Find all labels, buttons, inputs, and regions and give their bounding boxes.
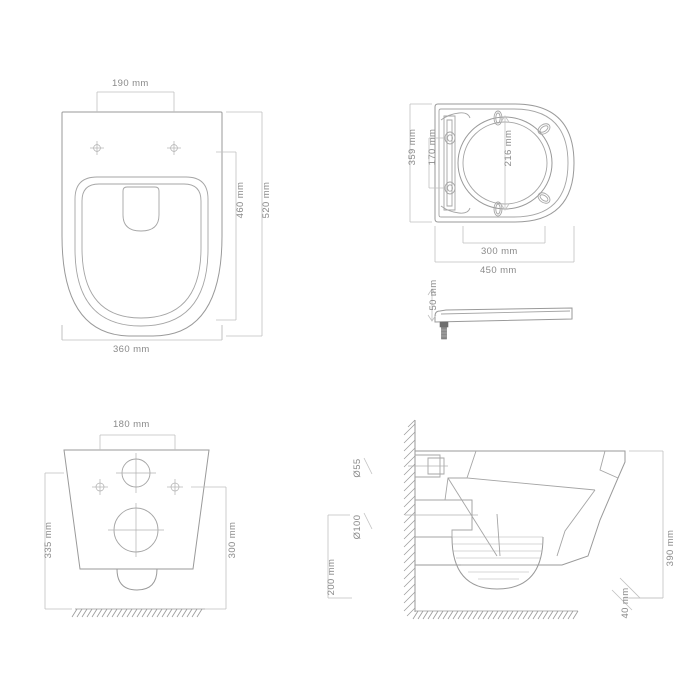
lower-outlet-marker [108,503,164,557]
toilet-front-view [44,434,227,618]
hinge-marker-left [90,141,104,155]
dim-200 [327,514,352,599]
bowl-outer-inline [438,108,569,218]
dim-359 [409,103,432,223]
dim-360 [61,325,223,341]
dim-450 [434,226,575,263]
seat-keyhole [122,186,160,232]
dim-520 [226,111,263,337]
label-190mm: 190 mm [112,78,149,89]
label-dia100: Ø100 [352,514,363,540]
front-body-outline [63,449,210,570]
front-bottom-bump [116,568,158,591]
bowl-fillet-tl2 [458,112,471,119]
label-180mm: 180 mm [113,419,150,430]
seat-ring-outer [74,176,209,327]
bowl-cone-left [447,477,498,557]
diameter-leaders [363,457,373,530]
seat-ring-inner [81,183,202,319]
label-216mm: 216 mm [503,129,514,167]
label-40mm: 40 mm [620,587,631,619]
fixing-slot-bottom [493,201,503,217]
dim-335 [44,472,72,610]
toilet-side-section-view [327,419,664,620]
label-200mm: 200 mm [326,558,337,596]
seat-hinge-pin [439,321,449,340]
dim-390 [629,450,664,599]
bowl-left-flange-inner [446,119,453,207]
label-dia55: Ø55 [352,458,363,478]
label-300mm-front: 300 mm [227,521,238,559]
toilet-rim-line [466,450,596,491]
label-460mm: 460 mm [235,181,246,219]
toilet-rear-edge [599,450,619,479]
label-50mm: 50 mm [428,279,439,311]
hinge-marker-right [167,141,181,155]
toilet-rim-left [444,477,467,501]
bowl-cone-right [556,489,596,557]
dim-180 [99,434,176,450]
fixing-slot-bottom-right [537,192,551,204]
dim-50 [427,288,437,322]
bowl-left-flange [443,115,456,211]
seat-side-profile-view [427,288,573,340]
floor-hatching [71,608,205,618]
label-390mm: 390 mm [665,529,676,567]
bowl-top-view [409,103,575,263]
bowl-fillet-tl [440,112,460,121]
dim-300-top [462,226,546,244]
label-360mm: 360 mm [113,344,150,355]
toilet-profile-outline [415,450,626,566]
seat-top-view [61,91,263,341]
fixing-marker-right [167,479,183,495]
dim-216 [500,115,510,211]
fixing-slot-top [493,110,503,126]
fixing-slot-top-right [537,123,551,135]
waste-outlet [405,499,478,538]
seat-profile-outline [434,307,573,323]
bowl-outer-outline [434,103,575,223]
water-trap-curve [451,536,544,590]
water-level-lines [452,536,543,580]
bowl-fillet-bl2 [458,207,471,214]
label-520mm: 520 mm [261,181,272,219]
trap-divider [496,513,501,557]
water-inlet [408,454,448,478]
upper-outlet-marker [116,453,156,493]
bowl-fillet-bl [440,205,460,214]
dim-170 [428,137,448,189]
fixing-marker-left [92,479,108,495]
dim-40 [611,577,663,611]
label-450mm: 450 mm [480,265,517,276]
label-300mm-top: 300 mm [481,246,518,257]
floor-hatching-section [412,610,579,620]
label-359mm: 359 mm [407,128,418,166]
seat-profile-inner-line [440,310,571,315]
dim-460 [216,151,237,321]
wall-hatching [403,419,416,617]
dim-300-front [191,486,227,610]
label-170mm: 170 mm [427,128,438,166]
dim-190 [96,91,175,112]
label-335mm: 335 mm [43,521,54,559]
seat-lid-outline [61,111,223,337]
